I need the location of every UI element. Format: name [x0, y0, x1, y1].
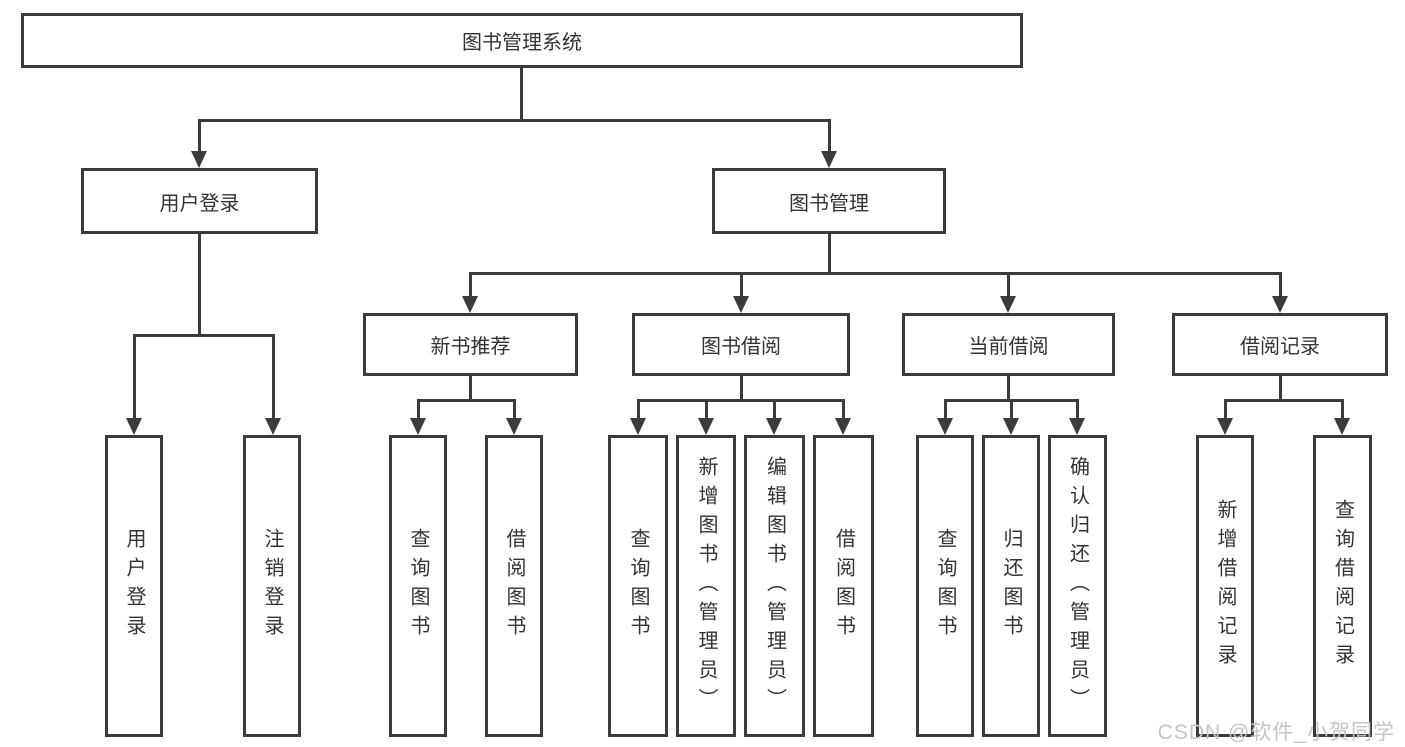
connector-line [1007, 376, 1010, 401]
connector-line [133, 334, 274, 337]
arrow-down-icon [766, 418, 782, 435]
connector-line [842, 399, 845, 420]
connector-line [469, 272, 1281, 275]
leaf-borrow-books-recommend: 借阅图书 [485, 435, 543, 737]
connector-line [417, 399, 420, 420]
connector-line [1279, 272, 1282, 298]
leaf-label: 查询借阅记录 [1331, 499, 1354, 673]
leaf-label: 查询图书 [407, 528, 429, 644]
connector-line [637, 399, 844, 402]
connector-line [469, 272, 472, 298]
node-label: 新书推荐 [430, 336, 511, 358]
leaf-label: 新增借阅记录 [1214, 499, 1236, 673]
connector-line [1010, 399, 1013, 420]
leaf-add-borrow-record: 新增借阅记录 [1196, 435, 1254, 737]
connector-line [740, 272, 743, 298]
node-root: 图书管理系统 [21, 13, 1023, 68]
leaf-query-books-borrowing: 查询图书 [608, 435, 668, 737]
connector-line [1224, 399, 1343, 402]
leaf-return-books: 归还图书 [982, 435, 1040, 737]
arrow-down-icon [191, 151, 207, 168]
leaf-label: 新增图书（管理员） [695, 455, 717, 717]
arrow-down-icon [126, 418, 142, 435]
connector-line [513, 399, 516, 420]
connector-line [740, 376, 743, 401]
arrow-down-icon [1000, 296, 1016, 313]
connector-line [417, 399, 515, 402]
node-current-borrowing: 当前借阅 [902, 313, 1115, 376]
arrow-down-icon [1272, 296, 1288, 313]
arrow-down-icon [698, 418, 714, 435]
arrow-down-icon [462, 296, 478, 313]
node-label: 借阅记录 [1240, 336, 1320, 358]
arrow-down-icon [1069, 418, 1085, 435]
arrow-down-icon [1334, 418, 1350, 435]
connector-line [1076, 399, 1079, 420]
connector-line [520, 68, 523, 120]
connector-line [1224, 399, 1227, 420]
arrow-down-icon [506, 418, 522, 435]
leaf-label: 编辑图书（管理员） [763, 455, 786, 717]
leaf-query-books-recommend: 查询图书 [389, 435, 447, 737]
leaf-label: 查询图书 [627, 528, 649, 644]
leaf-edit-books-admin: 编辑图书（管理员） [744, 435, 805, 737]
leaf-label: 借阅图书 [503, 528, 525, 644]
leaf-label: 归还图书 [1000, 528, 1022, 644]
connector-line [469, 376, 472, 401]
node-new-book-recommend: 新书推荐 [363, 313, 578, 376]
connector-line [828, 234, 831, 275]
node-user-login: 用户登录 [81, 168, 318, 234]
connector-line [1341, 399, 1344, 420]
leaf-query-borrow-record: 查询借阅记录 [1313, 435, 1372, 737]
leaf-label: 借阅图书 [832, 528, 855, 644]
leaf-borrow-books: 借阅图书 [813, 435, 874, 737]
connector-line [944, 399, 947, 420]
leaf-confirm-return-admin: 确认归还（管理员） [1048, 435, 1107, 737]
connector-line [198, 119, 201, 153]
connector-line [133, 334, 136, 419]
connector-line [198, 119, 831, 122]
node-label: 图书管理 [789, 192, 869, 215]
leaf-logout: 注销登录 [243, 435, 301, 737]
node-borrowing-records: 借阅记录 [1172, 313, 1388, 376]
arrow-down-icon [821, 151, 837, 168]
connector-line [637, 399, 640, 420]
arrow-down-icon [410, 418, 426, 435]
watermark: CSDN @软件_小贺同学 [1157, 721, 1395, 744]
arrow-down-icon [1217, 418, 1233, 435]
node-label: 图书借阅 [701, 336, 781, 358]
arrow-down-icon [937, 418, 953, 435]
leaf-add-books-admin: 新增图书（管理员） [676, 435, 736, 737]
connector-line [1279, 376, 1282, 401]
connector-line [198, 234, 201, 336]
connector-line [828, 119, 831, 153]
leaf-label: 确认归还（管理员） [1066, 455, 1089, 717]
arrow-down-icon [1003, 418, 1019, 435]
connector-line [1007, 272, 1010, 298]
leaf-query-books-current: 查询图书 [916, 435, 974, 737]
arrow-down-icon [630, 418, 646, 435]
connector-line [705, 399, 708, 420]
leaf-label: 查询图书 [934, 528, 956, 644]
leaf-label: 用户登录 [123, 528, 145, 644]
connector-line [773, 399, 776, 420]
node-label: 图书管理系统 [462, 32, 582, 54]
node-book-borrowing: 图书借阅 [632, 313, 850, 376]
node-label: 用户登录 [159, 192, 240, 215]
arrow-down-icon [265, 418, 281, 435]
node-book-management: 图书管理 [712, 168, 946, 234]
leaf-label: 注销登录 [261, 528, 283, 644]
arrow-down-icon [835, 418, 851, 435]
node-label: 当前借阅 [968, 336, 1049, 358]
connector-line [272, 334, 275, 419]
arrow-down-icon [733, 296, 749, 313]
leaf-user-login: 用户登录 [105, 435, 163, 737]
